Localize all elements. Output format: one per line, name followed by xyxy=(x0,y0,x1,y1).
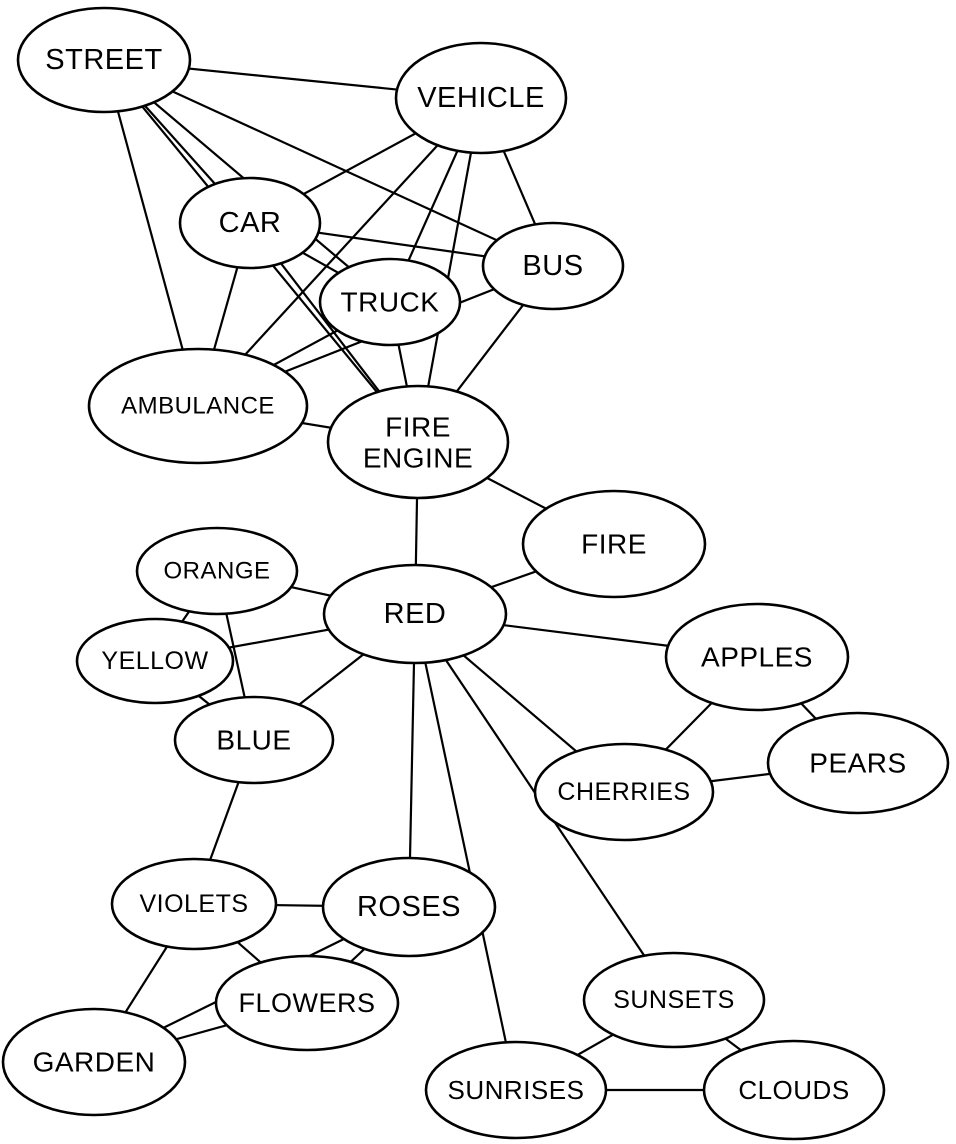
node-label-line-fire-engine-1: FIRE xyxy=(385,411,451,442)
node-label-apples: APPLES xyxy=(701,642,813,673)
node-label-ambulance: AMBULANCE xyxy=(121,393,275,420)
node-car: CAR xyxy=(178,176,322,270)
node-ellipse-apples xyxy=(664,602,850,712)
node-ellipse-violets xyxy=(110,857,278,951)
node-label-pears: PEARS xyxy=(809,748,906,779)
node-yellow: YELLOW xyxy=(75,617,235,705)
node-label-fire: FIRE xyxy=(581,529,647,560)
node-ellipse-bus xyxy=(481,221,625,311)
node-red: RED xyxy=(322,563,508,665)
node-ellipse-orange xyxy=(135,526,299,616)
node-fire: FIRE xyxy=(521,489,707,599)
node-truck: TRUCK xyxy=(318,257,462,347)
node-ellipse-yellow xyxy=(75,617,235,705)
node-label-violets: VIOLETS xyxy=(139,890,248,918)
node-label-truck: TRUCK xyxy=(341,287,440,318)
edge-street-bus xyxy=(103,59,554,267)
node-label-red: RED xyxy=(384,598,447,630)
node-ellipse-sunrises xyxy=(424,1040,608,1140)
edge-red-sunrises xyxy=(413,613,518,1091)
node-label-orange: ORANGE xyxy=(163,558,270,585)
node-pears: PEARS xyxy=(766,711,950,815)
node-roses: ROSES xyxy=(321,856,497,958)
node-label-sunsets: SUNSETS xyxy=(613,986,735,1014)
node-blue: BLUE xyxy=(173,695,335,785)
node-flowers: FLOWERS xyxy=(214,954,400,1052)
node-label-flowers: FLOWERS xyxy=(238,988,375,1018)
node-label-line-fire-engine-2: ENGINE xyxy=(363,442,473,473)
node-violets: VIOLETS xyxy=(110,857,278,951)
node-ellipse-fire-engine xyxy=(326,384,510,500)
node-orange: ORANGE xyxy=(135,526,299,616)
node-bus: BUS xyxy=(481,221,625,311)
node-label-car: CAR xyxy=(219,207,282,239)
node-ellipse-street xyxy=(16,6,192,114)
node-label-street: STREET xyxy=(45,44,162,76)
node-street: STREET xyxy=(16,6,192,114)
node-ellipse-car xyxy=(178,176,322,270)
node-vehicle: VEHICLE xyxy=(394,41,568,155)
node-label-cherries: CHERRIES xyxy=(557,778,690,806)
node-label-blue: BLUE xyxy=(216,725,291,756)
node-ellipse-vehicle xyxy=(394,41,568,155)
node-clouds: CLOUDS xyxy=(702,1039,886,1141)
node-label-clouds: CLOUDS xyxy=(738,1075,849,1105)
node-garden: GARDEN xyxy=(1,1007,187,1117)
node-ellipse-roses xyxy=(321,856,497,958)
node-ellipse-truck xyxy=(318,257,462,347)
node-ellipse-clouds xyxy=(702,1039,886,1141)
node-ellipse-blue xyxy=(173,695,335,785)
node-ellipse-sunsets xyxy=(582,951,766,1049)
node-sunsets: SUNSETS xyxy=(582,951,766,1049)
node-apples: APPLES xyxy=(664,602,850,712)
node-ellipse-red xyxy=(322,563,508,665)
node-label-yellow: YELLOW xyxy=(101,647,208,675)
node-label-vehicle: VEHICLE xyxy=(417,82,545,114)
edge-vehicle-fire-engine xyxy=(416,97,483,443)
node-ambulance: AMBULANCE xyxy=(87,347,309,465)
node-cherries: CHERRIES xyxy=(533,742,715,842)
node-label-roses: ROSES xyxy=(357,891,461,923)
node-ellipse-ambulance xyxy=(87,347,309,465)
node-ellipse-fire xyxy=(521,489,707,599)
node-label-garden: GARDEN xyxy=(33,1047,156,1078)
node-ellipse-cherries xyxy=(533,742,715,842)
node-sunrises: SUNRISES xyxy=(424,1040,608,1140)
node-ellipse-garden xyxy=(1,1007,187,1117)
node-ellipse-flowers xyxy=(214,954,400,1052)
node-label-bus: BUS xyxy=(522,250,583,282)
node-ellipse-pears xyxy=(766,711,950,815)
node-label-sunrises: SUNRISES xyxy=(448,1075,585,1105)
